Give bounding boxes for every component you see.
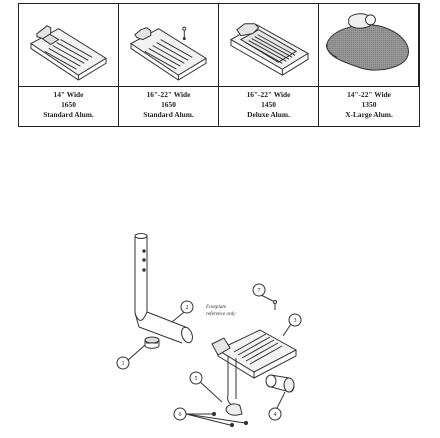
callout-circle-2 (180, 300, 194, 314)
footplate-width-label: 16"-22" Wide (146, 90, 191, 99)
footplate-image-standard-14 (19, 4, 119, 87)
footplate-part-number: 1650 (161, 100, 176, 109)
footplate-width-label: 16"-22" Wide (246, 90, 291, 99)
note-line-2: reference only (206, 311, 236, 317)
note-line-1: Footplate (206, 304, 227, 310)
deluxe-alum-footplate-icon (229, 23, 309, 76)
footplate-info-1: 14" Wide 1650 Standard Alum. (19, 87, 119, 126)
callout-number-6: 6 (179, 412, 182, 418)
callout-circle-7 (252, 283, 266, 297)
footplate-reference-note: Footplate reference only (206, 304, 266, 318)
callout-number-5: 5 (195, 376, 198, 382)
callout-circle-5 (189, 371, 203, 385)
callout-circle-3 (288, 313, 302, 327)
footplate-width-label: 14" Wide (53, 90, 84, 99)
footplate-type-label: Standard Alum. (43, 110, 94, 119)
standard-alum-footplate-with-pin-icon (129, 26, 207, 81)
footplate-type-label: X-Large Alum. (345, 110, 393, 119)
callout-circle-1 (116, 356, 130, 370)
callout-circle-4 (268, 407, 282, 421)
callout-number-7: 7 (258, 288, 261, 294)
xlarge-alum-footplate-icon (326, 13, 409, 71)
footplate-info-4: 14"-22" Wide 1350 X-Large Alum. (319, 87, 419, 126)
callout-number-4: 4 (274, 412, 277, 418)
footplate-part-number: 1350 (361, 100, 377, 109)
footplate-part-number: 1650 (61, 100, 76, 109)
footplate-info-2: 16"-22" Wide 1650 Standard Alum. (119, 87, 219, 126)
callout-circle-6 (173, 407, 187, 421)
footplate-width-label: 14"-22" Wide (347, 90, 391, 99)
footplate-image-deluxe (219, 4, 319, 87)
footplate-image-xlarge (319, 4, 419, 87)
standard-alum-footplate-icon (29, 25, 107, 81)
callout-number-3: 3 (294, 318, 297, 324)
footplate-part-number: 1450 (261, 100, 276, 109)
footplate-options-table: 14" Wide 1650 Standard Alum. 16"-22" Wid… (18, 3, 420, 127)
callout-number-2: 2 (186, 305, 189, 311)
footplate-type-label: Deluxe Alum. (247, 110, 290, 119)
footplate-image-standard-16-22 (119, 4, 219, 87)
footplate-type-label: Standard Alum. (143, 110, 194, 119)
footplate-info-3: 16"-22" Wide 1450 Deluxe Alum. (219, 87, 319, 126)
callout-number-1: 1 (122, 361, 125, 367)
